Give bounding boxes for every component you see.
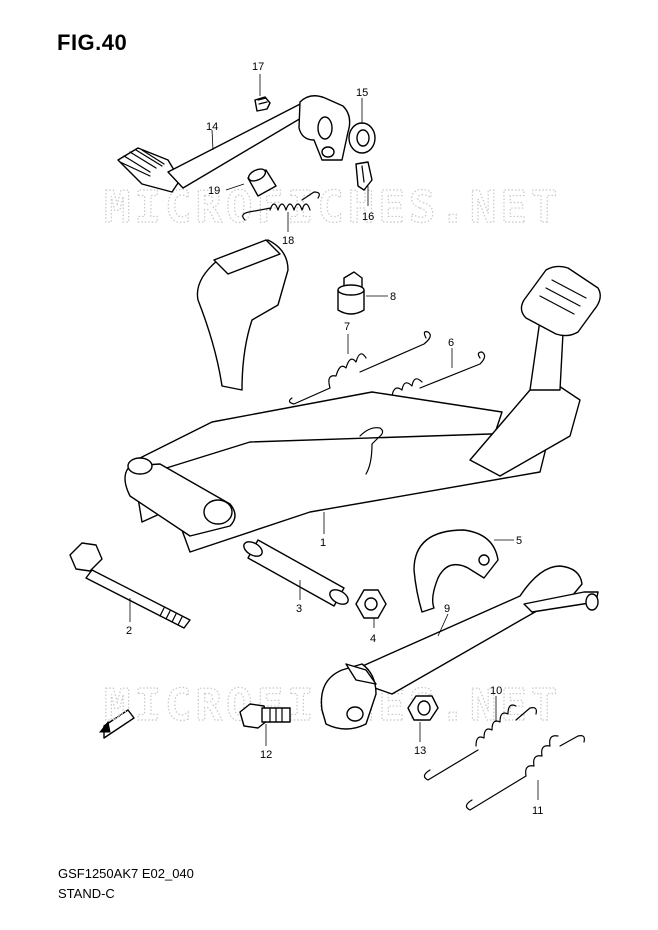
- part-9-side-stand: [320, 565, 599, 730]
- callout-9: 9: [444, 603, 450, 615]
- part-10-spring: [423, 704, 537, 781]
- callout-13: 13: [414, 745, 426, 757]
- part-8-stopper: [337, 271, 365, 315]
- part-7-spring: [288, 331, 431, 405]
- callout-12: 12: [260, 749, 272, 761]
- callout-3: 3: [296, 603, 302, 615]
- part-19-sleeve: [247, 168, 277, 197]
- model-code: GSF1250AK7 E02_040: [58, 866, 194, 881]
- figure-title: FIG.40: [57, 30, 128, 55]
- callout-15: 15: [356, 87, 368, 99]
- callout-10: 10: [490, 685, 502, 697]
- callout-14: 14: [206, 121, 218, 133]
- part-3-shaft: [243, 539, 349, 607]
- part-5-bracket: [413, 529, 499, 613]
- part-13-nut: [407, 695, 439, 721]
- part-12-bolt: [239, 703, 291, 729]
- callout-19: 19: [208, 185, 220, 197]
- callout-5: 5: [516, 535, 522, 547]
- watermark-top: MICROFICHES.NET: [104, 182, 561, 233]
- part-2-bolt: [69, 542, 191, 629]
- part-18-spring: [242, 191, 320, 221]
- part-11-spring: [465, 735, 585, 811]
- callout-18: 18: [282, 235, 294, 247]
- callout-1: 1: [320, 537, 326, 549]
- callout-8: 8: [390, 291, 396, 303]
- callout-17: 17: [252, 61, 264, 73]
- callouts: 17 14 15 16 19 18 8 7 6 1 5 3 2 4 9 10 1…: [126, 61, 543, 817]
- leader-lines: [129, 74, 539, 800]
- callout-7: 7: [344, 321, 350, 333]
- part-16-clip: [355, 161, 373, 191]
- part-4-nut: [355, 589, 387, 619]
- callout-6: 6: [448, 337, 454, 349]
- callout-2: 2: [126, 625, 132, 637]
- callout-11: 11: [532, 805, 543, 817]
- part-15-washer: [348, 122, 376, 154]
- callout-4: 4: [370, 633, 376, 645]
- part-14-brake-pedal: [117, 95, 351, 193]
- forward-direction-marker: FWD: [98, 709, 135, 739]
- part-1-center-stand: [124, 239, 601, 553]
- section-name: STAND-C: [58, 886, 115, 901]
- part-17-bolt: [254, 96, 271, 112]
- callout-16: 16: [362, 211, 374, 223]
